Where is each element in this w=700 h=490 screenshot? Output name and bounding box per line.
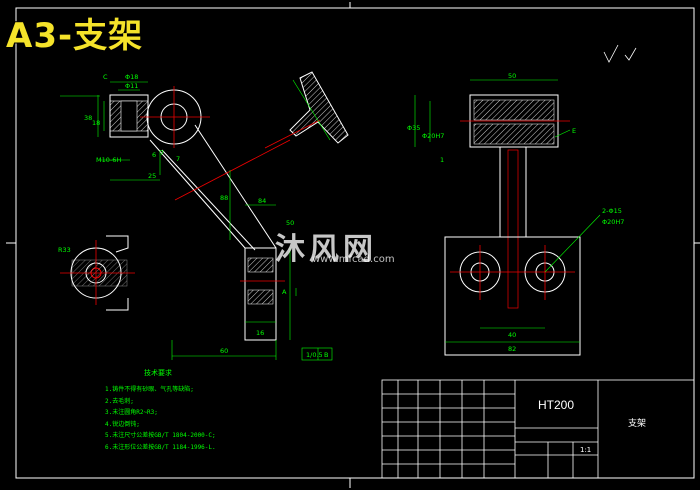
svg-text:82: 82 <box>508 345 516 353</box>
svg-text:1/0.5: 1/0.5 <box>306 351 323 359</box>
tech-note: 1.铸件不得有砂眼、气孔等缺陷; <box>105 386 194 393</box>
svg-text:50: 50 <box>286 219 294 227</box>
svg-text:25: 25 <box>148 172 156 180</box>
title-block-scale: 1:1 <box>580 446 592 454</box>
svg-text:B: B <box>324 351 328 359</box>
svg-text:16: 16 <box>256 329 264 337</box>
right-view <box>444 94 581 356</box>
left-dimensions <box>60 79 333 361</box>
svg-text:40: 40 <box>508 331 516 339</box>
tech-note: 6.未注形位公差按GB/T 1184-1996-L. <box>105 443 216 451</box>
right-dimension-texts: 50 Φ35 Φ20H7 1 E 2-Φ15 Φ20H7 40 82 <box>407 72 624 353</box>
svg-text:18: 18 <box>92 119 100 127</box>
tech-note: 2.去毛刺; <box>105 397 134 405</box>
roughness-symbol <box>603 44 637 63</box>
material-label: HT200 <box>538 398 575 412</box>
tech-notes-list: 1.铸件不得有砂眼、气孔等缺陷; 2.去毛刺; 3.未注圆角R2~R3; 4.锐… <box>105 384 216 453</box>
svg-text:6: 6 <box>152 151 156 159</box>
front-view <box>109 71 349 341</box>
svg-text:50: 50 <box>508 72 516 80</box>
svg-text:R33: R33 <box>58 246 71 254</box>
right-dimensions <box>414 79 601 343</box>
svg-text:M10-6H: M10-6H <box>96 156 121 164</box>
svg-text:Φ20H7: Φ20H7 <box>602 218 624 226</box>
svg-text:2-Φ15: 2-Φ15 <box>602 207 622 215</box>
title-block <box>381 379 695 479</box>
title-block-name: 支架 <box>628 419 647 429</box>
tech-notes-heading: 技术要求 <box>144 369 172 377</box>
svg-text:A: A <box>282 288 287 296</box>
side-view <box>60 235 135 311</box>
watermark-url: www.mfcad.com <box>312 254 395 265</box>
left-dimension-texts: C Φ18 Φ11 38 18 7 M10-6H 25 6 7 88 84 50… <box>58 73 328 359</box>
svg-text:C: C <box>103 73 108 81</box>
svg-text:Φ20H7: Φ20H7 <box>422 132 444 140</box>
drawing-title: A3-支架 <box>6 16 144 56</box>
watermark-brand: 沐风网 <box>275 232 377 267</box>
svg-text:60: 60 <box>220 347 228 355</box>
svg-text:7: 7 <box>176 155 180 163</box>
svg-text:Φ35: Φ35 <box>407 124 420 132</box>
svg-text:84: 84 <box>258 197 266 205</box>
tech-note: 3.未注圆角R2~R3; <box>105 409 158 416</box>
svg-text:7: 7 <box>160 149 164 157</box>
svg-text:1: 1 <box>440 156 444 164</box>
svg-text:E: E <box>572 127 576 135</box>
svg-text:Φ18: Φ18 <box>125 73 138 81</box>
tech-note: 5.未注尺寸公差按GB/T 1804-2000-C; <box>105 432 216 439</box>
svg-text:Φ11: Φ11 <box>125 82 138 90</box>
tech-note: 4.锐边倒钝; <box>105 420 140 428</box>
svg-text:38: 38 <box>84 114 92 122</box>
svg-text:88: 88 <box>220 194 228 202</box>
